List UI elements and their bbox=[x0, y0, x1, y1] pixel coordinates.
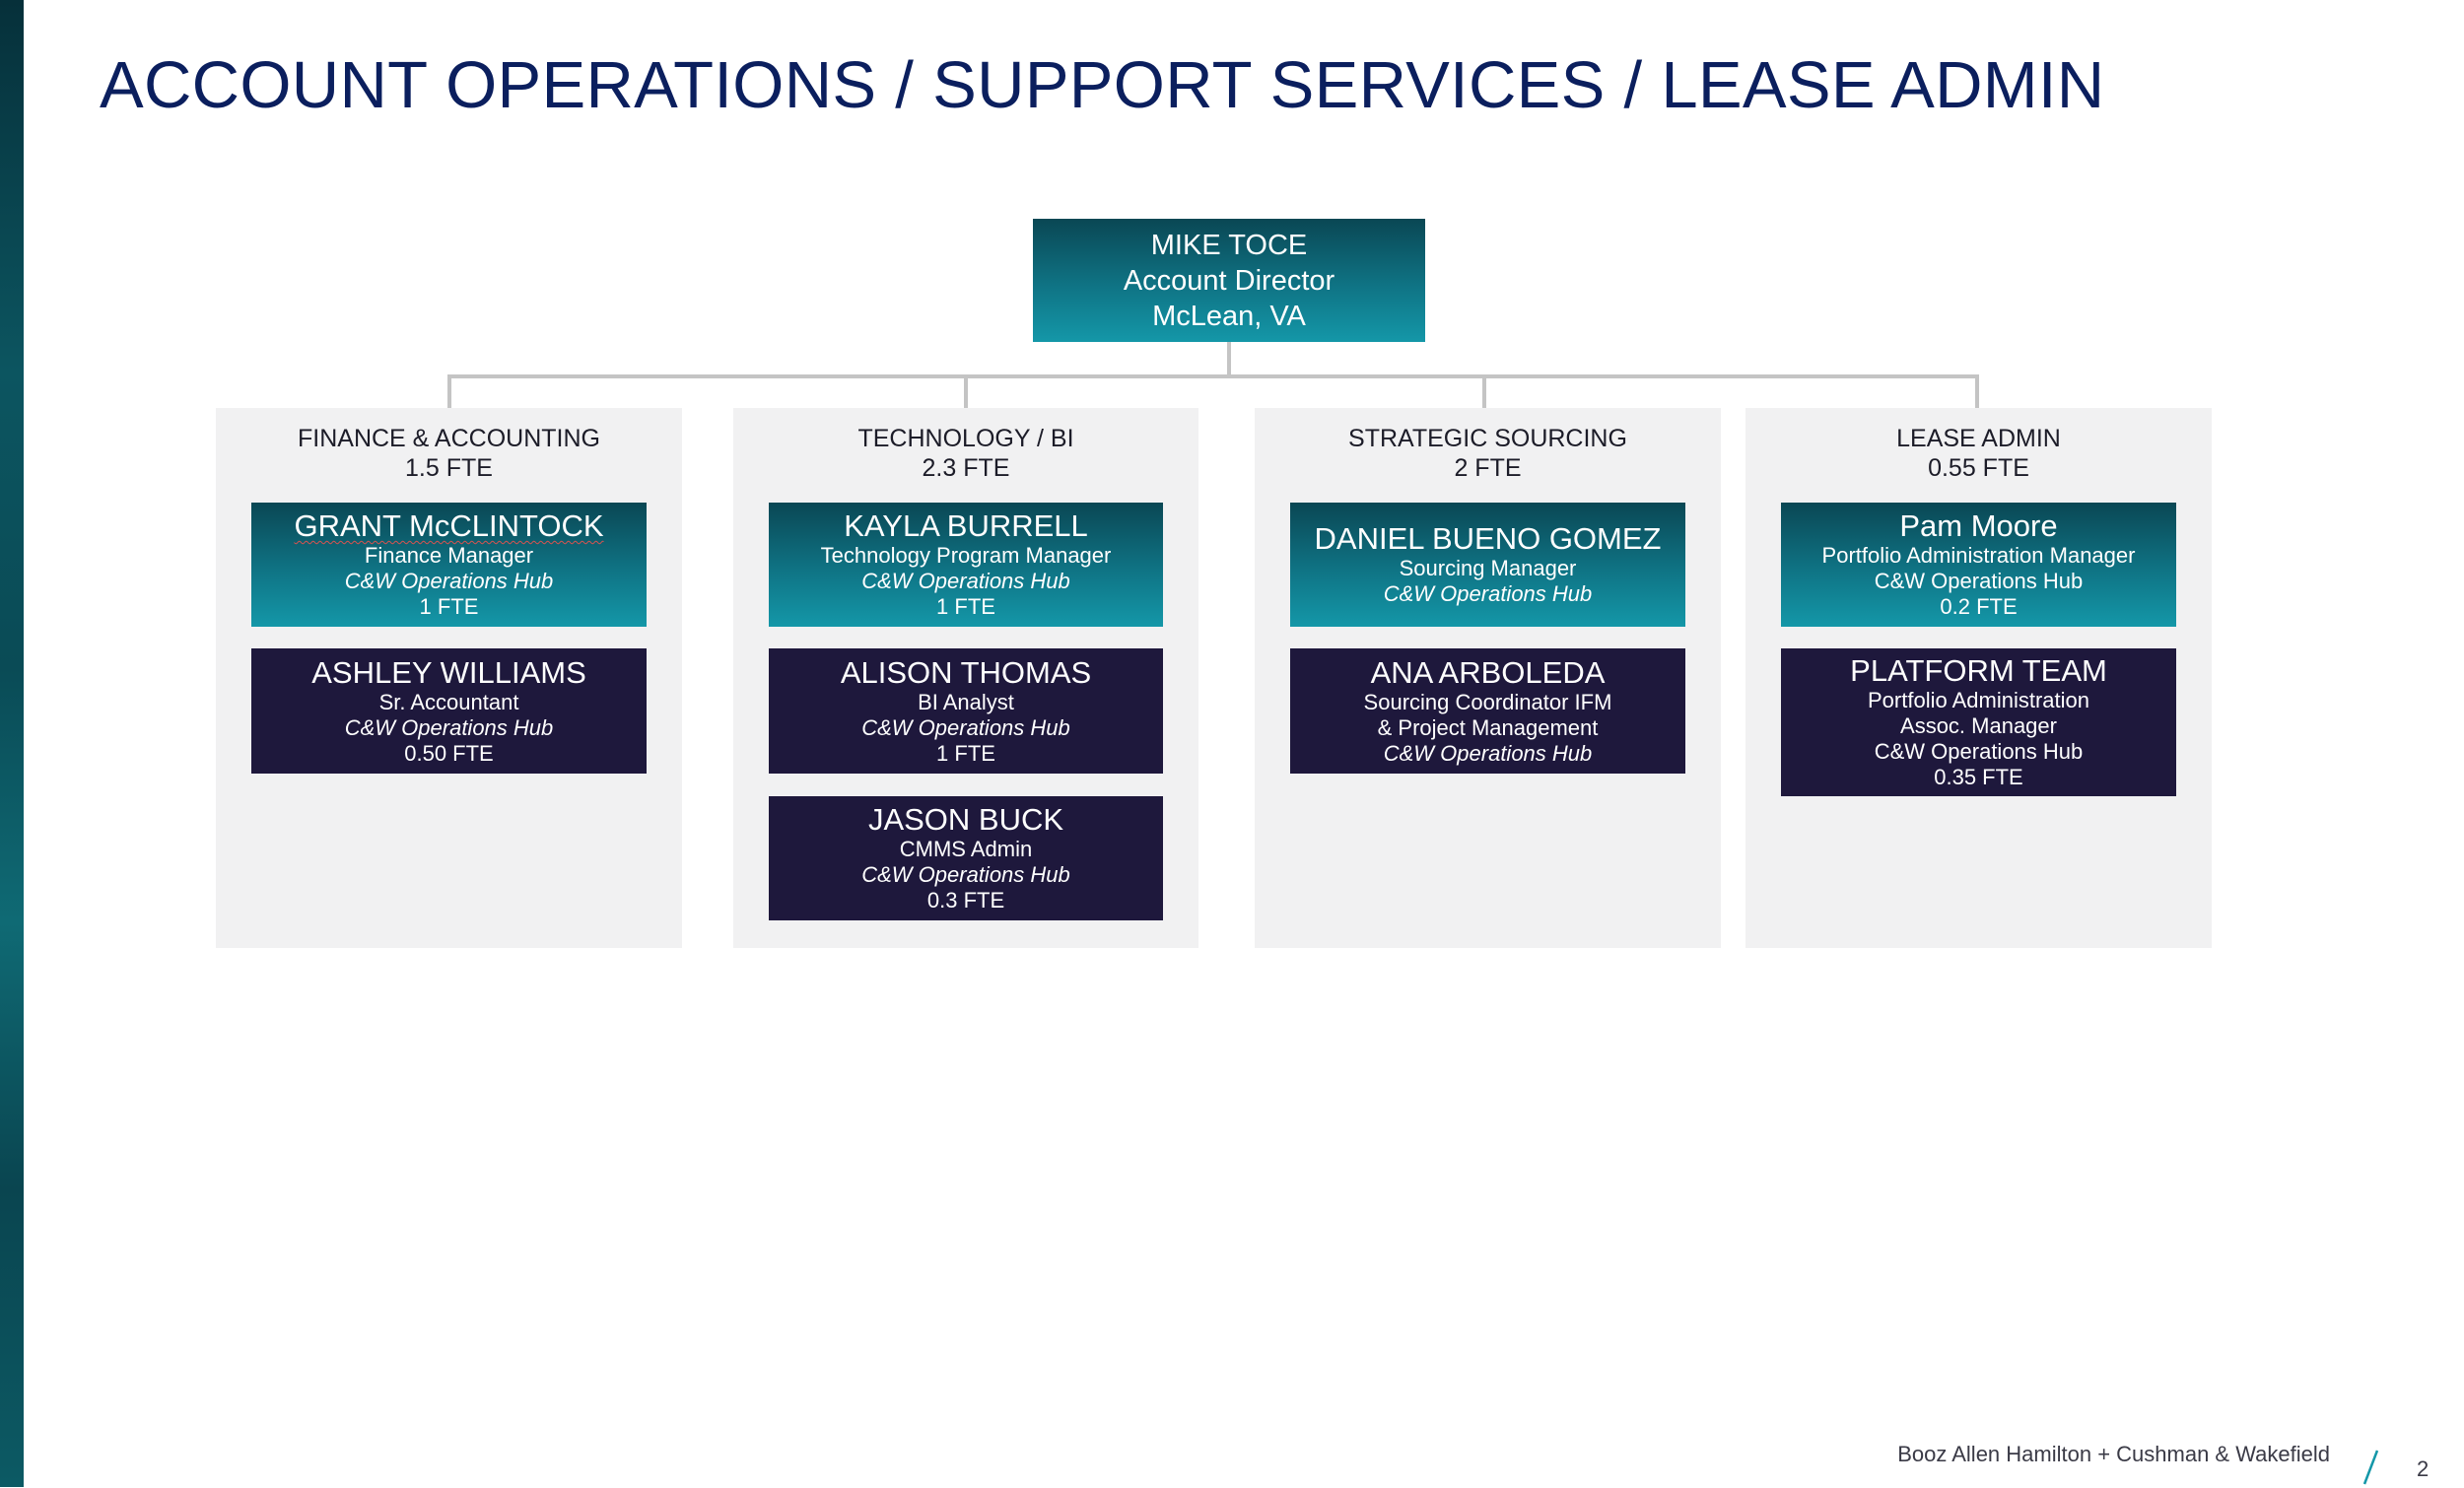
dept-name: LEASE ADMIN bbox=[1896, 425, 2061, 452]
dept-fte: 1.5 FTE bbox=[405, 454, 493, 482]
person-hub: C&W Operations Hub bbox=[861, 714, 1070, 740]
person-card: Pam Moore Portfolio Administration Manag… bbox=[1781, 503, 2176, 627]
side-accent-strip bbox=[0, 0, 24, 1487]
dept-strategic-sourcing: STRATEGIC SOURCING 2 FTE DANIEL BUENO GO… bbox=[1255, 408, 1721, 948]
dept-fte: 0.55 FTE bbox=[1928, 454, 2029, 482]
dept-fte: 2.3 FTE bbox=[922, 454, 1010, 482]
person-card: ANA ARBOLEDA Sourcing Coordinator IFM & … bbox=[1290, 648, 1685, 774]
director-location: McLean, VA bbox=[1152, 300, 1306, 332]
person-hub: C&W Operations Hub bbox=[861, 569, 1070, 593]
person-role: BI Analyst bbox=[918, 689, 1014, 714]
person-role-line1: Sourcing Coordinator IFM bbox=[1363, 689, 1612, 714]
dept-fte: 2 FTE bbox=[1454, 454, 1522, 482]
person-name: ALISON THOMAS bbox=[840, 654, 1092, 690]
person-hub: C&W Operations Hub bbox=[1383, 581, 1593, 606]
dept-lease-admin: LEASE ADMIN 0.55 FTE Pam Moore Portfolio… bbox=[1745, 408, 2212, 948]
person-fte: 1 FTE bbox=[419, 594, 479, 619]
director-role: Account Director bbox=[1123, 264, 1335, 297]
person-card: JASON BUCK CMMS Admin C&W Operations Hub… bbox=[769, 796, 1163, 920]
person-role: Sourcing Manager bbox=[1399, 556, 1577, 580]
person-card: DANIEL BUENO GOMEZ Sourcing Manager C&W … bbox=[1290, 503, 1685, 627]
person-role: CMMS Admin bbox=[899, 837, 1033, 861]
person-role: Finance Manager bbox=[364, 543, 534, 568]
person-name: GRANT McCLINTOCK bbox=[294, 508, 604, 543]
person-hub: C&W Operations Hub bbox=[861, 862, 1070, 887]
person-hub: C&W Operations Hub bbox=[344, 569, 554, 593]
director-card: MIKE TOCE Account Director McLean, VA bbox=[1033, 219, 1425, 342]
person-role-line2: Assoc. Manager bbox=[1900, 713, 2057, 738]
person-card: GRANT McCLINTOCK Finance Manager C&W Ope… bbox=[251, 503, 647, 627]
dept-technology-bi: TECHNOLOGY / BI 2.3 FTE KAYLA BURRELL Te… bbox=[733, 408, 1198, 948]
dept-name: FINANCE & ACCOUNTING bbox=[298, 425, 600, 452]
person-fte: 0.2 FTE bbox=[1940, 594, 2018, 619]
page-number: 2 bbox=[2417, 1456, 2430, 1481]
person-name: PLATFORM TEAM bbox=[1850, 653, 2107, 688]
person-role-line2: & Project Management bbox=[1377, 714, 1599, 740]
person-card: KAYLA BURRELL Technology Program Manager… bbox=[769, 503, 1163, 627]
footer-text: Booz Allen Hamilton + Cushman & Wakefiel… bbox=[1897, 1442, 2330, 1466]
person-role: Portfolio Administration Manager bbox=[1821, 543, 2136, 568]
person-name: Pam Moore bbox=[1899, 508, 2058, 543]
person-hub: C&W Operations Hub bbox=[1874, 739, 2084, 764]
person-name: KAYLA BURRELL bbox=[844, 508, 1088, 543]
footer-slash-icon bbox=[2362, 1450, 2379, 1485]
person-fte: 1 FTE bbox=[936, 594, 995, 619]
person-hub: C&W Operations Hub bbox=[344, 714, 554, 740]
person-card: ALISON THOMAS BI Analyst C&W Operations … bbox=[769, 648, 1163, 774]
person-name: DANIEL BUENO GOMEZ bbox=[1314, 521, 1662, 556]
person-card: PLATFORM TEAM Portfolio Administration A… bbox=[1781, 648, 2176, 796]
person-role: Sr. Accountant bbox=[378, 689, 519, 714]
person-name: JASON BUCK bbox=[867, 802, 1064, 837]
person-name: ASHLEY WILLIAMS bbox=[311, 654, 586, 690]
person-hub: C&W Operations Hub bbox=[1383, 740, 1593, 766]
director-name: MIKE TOCE bbox=[1150, 229, 1308, 261]
dept-name: STRATEGIC SOURCING bbox=[1348, 425, 1627, 452]
person-role-line1: Portfolio Administration bbox=[1868, 688, 2089, 712]
person-hub: C&W Operations Hub bbox=[1874, 569, 2084, 593]
person-card: ASHLEY WILLIAMS Sr. Accountant C&W Opera… bbox=[251, 648, 647, 774]
dept-finance-accounting: FINANCE & ACCOUNTING 1.5 FTE GRANT McCLI… bbox=[216, 408, 682, 948]
person-role: Technology Program Manager bbox=[820, 543, 1112, 568]
person-fte: 0.35 FTE bbox=[1934, 765, 2023, 789]
person-fte: 0.50 FTE bbox=[404, 740, 494, 766]
dept-name: TECHNOLOGY / BI bbox=[857, 425, 1074, 452]
person-fte: 0.3 FTE bbox=[926, 888, 1005, 913]
person-fte: 1 FTE bbox=[936, 740, 995, 766]
person-name: ANA ARBOLEDA bbox=[1370, 654, 1606, 690]
page-title: ACCOUNT OPERATIONS / SUPPORT SERVICES / … bbox=[100, 48, 2105, 122]
